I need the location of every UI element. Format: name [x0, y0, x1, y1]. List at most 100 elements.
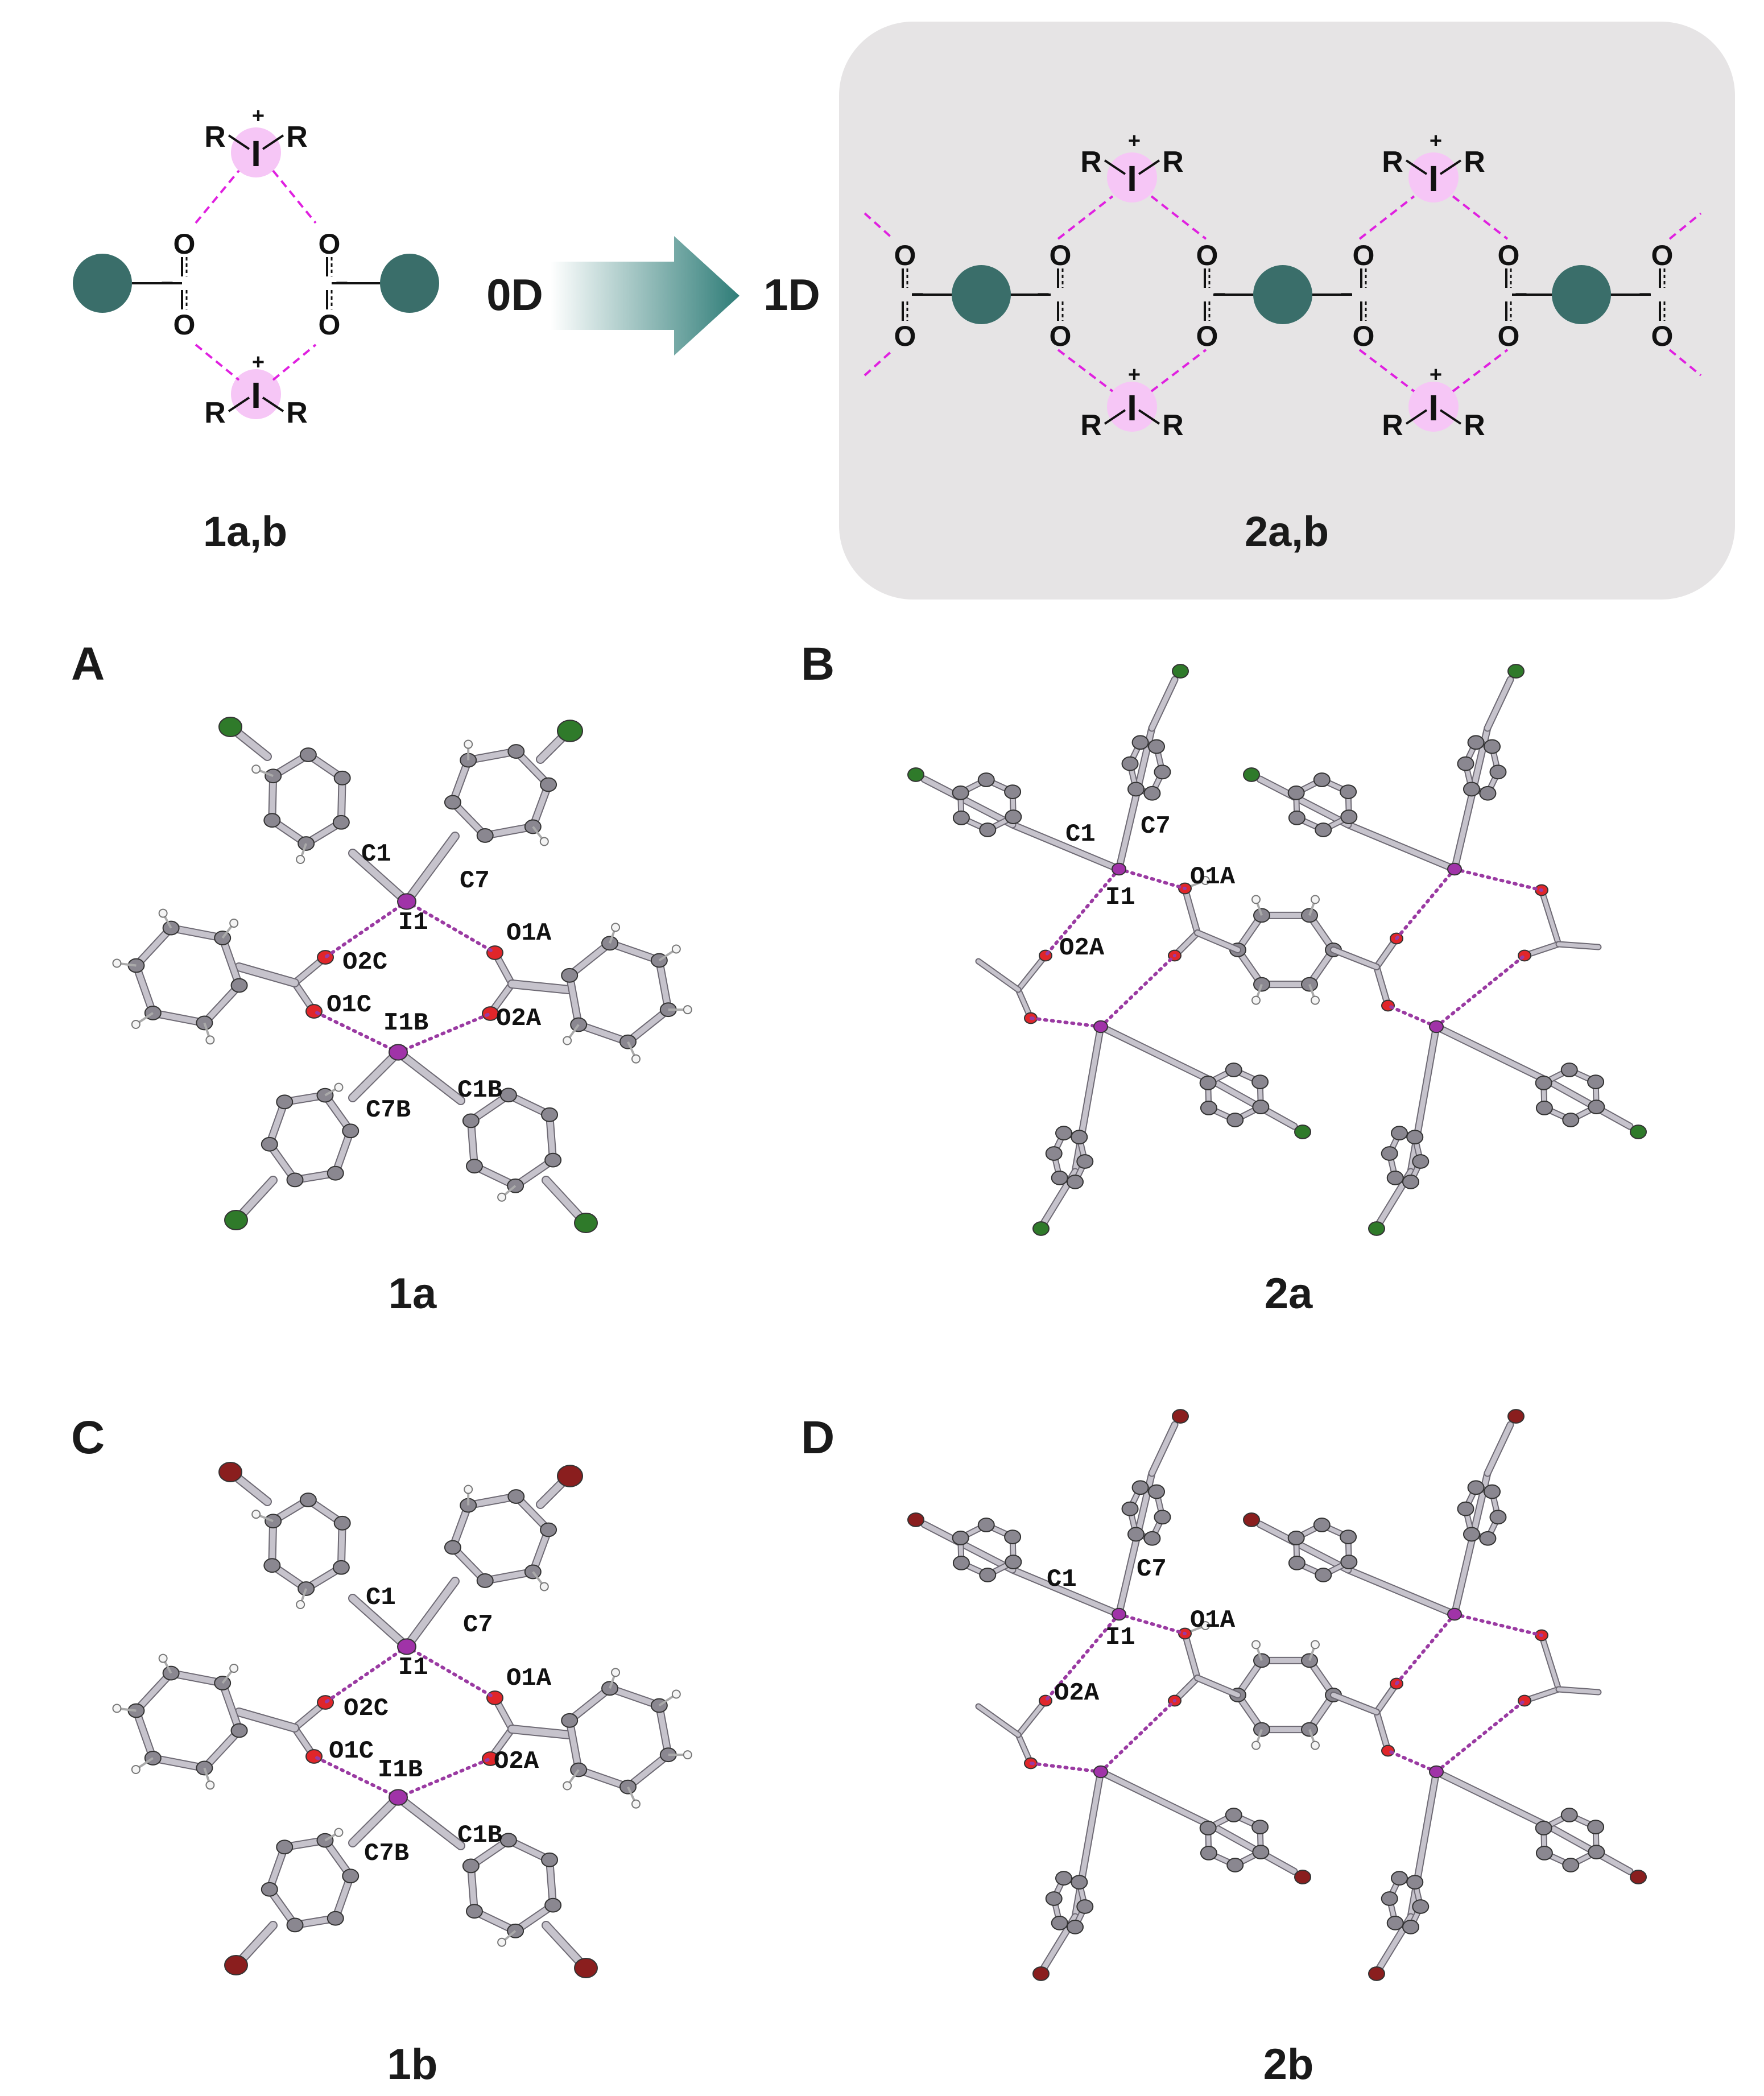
carbon-atom: [462, 1858, 480, 1874]
substituent-r: R: [1464, 146, 1485, 179]
hydrogen-atom: [563, 1036, 572, 1045]
carbon-atom: [1287, 786, 1305, 800]
bond: [567, 1717, 582, 1773]
organic-node: [952, 265, 1011, 324]
iodine-atom: [397, 893, 416, 910]
carbon-atom: [1004, 1529, 1022, 1545]
bond: [976, 1704, 1021, 1737]
carbon-atom: [540, 1522, 557, 1537]
iodine-atom: [1429, 1020, 1444, 1033]
hydrogen-atom: [205, 1035, 215, 1045]
carbon-atom: [1535, 1845, 1553, 1861]
iodine-symbol: I: [251, 133, 261, 174]
bond: [1183, 886, 1200, 935]
substituent-r: R: [204, 121, 226, 154]
halogen-bond-contact: [396, 1757, 492, 1799]
carbon-atom: [1071, 1875, 1088, 1890]
bond: [349, 850, 410, 905]
bond: [395, 1049, 464, 1104]
halogen-atom: [1507, 664, 1525, 679]
bond: [468, 1118, 477, 1169]
carbon-atom: [1071, 1130, 1088, 1145]
halogen-atom: [907, 1512, 924, 1527]
halogen-atom: [1368, 1221, 1385, 1236]
atom-label-i1: I1: [398, 908, 428, 937]
oxygen-symbol: O: [894, 239, 916, 271]
carbon-atom: [1226, 1113, 1244, 1127]
substituent-r: R: [1382, 146, 1403, 179]
carbon-atom: [1406, 1875, 1424, 1890]
halogen-bond-line: [272, 344, 317, 381]
carbon-atom: [332, 815, 350, 830]
hydrogen-atom: [334, 1082, 344, 1092]
halogen-bond-line: [1150, 349, 1207, 392]
bond: [1452, 1470, 1490, 1617]
hydrogen-atom: [334, 1828, 344, 1837]
compound-label-2a: 2a: [1265, 1270, 1313, 1318]
iodine-symbol: I: [1428, 158, 1439, 199]
bond: [509, 981, 572, 993]
iodine-atom: [1429, 1765, 1444, 1779]
carbon-atom: [1562, 1858, 1580, 1872]
halogen-atom: [574, 1958, 598, 1978]
halogen-bond-contact: [1453, 1613, 1543, 1637]
oxygen-symbol: O: [173, 309, 196, 341]
atom-label-o2a: O2A: [496, 1004, 542, 1033]
atom-label-c7: C7: [1137, 1555, 1167, 1584]
bond: [1433, 1769, 1556, 1832]
r-bond: [1138, 409, 1160, 425]
atom-label-o1a: O1A: [506, 919, 552, 948]
bond: [150, 1755, 208, 1771]
atom-label-c7: C7: [460, 867, 490, 895]
compound-label-1b: 1b: [387, 2040, 438, 2089]
oxygen-symbol: O: [1498, 320, 1520, 352]
atom-label-i1b: I1B: [378, 1756, 423, 1784]
carbon-atom: [263, 813, 281, 828]
bond: [1149, 677, 1178, 731]
carbon-atom: [1225, 1808, 1242, 1822]
carbon-atom: [1148, 739, 1166, 754]
atom-label-c7b: C7B: [364, 1839, 409, 1868]
carbon-atom: [507, 744, 525, 759]
hydrogen-atom: [1201, 876, 1210, 885]
bond: [1183, 1631, 1200, 1680]
bond: [607, 1685, 662, 1709]
carbon-atom: [299, 1493, 317, 1507]
bond: [1556, 1687, 1601, 1694]
bond: [1452, 725, 1490, 872]
hydrogen-atom: [497, 1192, 507, 1202]
plus-charge: +: [1430, 129, 1442, 153]
carbon-atom: [465, 1159, 483, 1174]
r-bond: [228, 396, 250, 412]
carbon-atom: [230, 1723, 248, 1738]
halogen-bond-contact: [1386, 1749, 1438, 1773]
iodine-atom: [1112, 1607, 1126, 1621]
carbon-atom: [1121, 1501, 1139, 1516]
halogen-bond-contact: [1117, 1613, 1187, 1635]
carbon-atom: [1199, 1821, 1217, 1835]
carbon-atom: [1381, 1891, 1398, 1906]
halogen-atom: [218, 717, 242, 737]
carbon-atom: [1386, 1170, 1404, 1185]
label-1d: 1D: [763, 270, 820, 320]
hydrogen-atom: [158, 908, 168, 918]
carbon-atom: [499, 1088, 517, 1103]
carbon-atom: [1484, 739, 1501, 754]
bond: [1539, 1633, 1561, 1692]
substituent-r: R: [1080, 409, 1102, 442]
atom-label-i1: I1: [1105, 1623, 1135, 1652]
bond: [332, 1128, 354, 1176]
bond: [537, 1478, 567, 1508]
carbon-atom: [1143, 1531, 1161, 1546]
iodine-halo: [1107, 382, 1157, 432]
hydrogen-atom: [251, 764, 261, 774]
carbon-atom: [444, 795, 461, 810]
bond: [168, 1670, 226, 1686]
bond: [547, 1857, 556, 1908]
carbon-atom: [1225, 1063, 1242, 1077]
carbon-atom: [1588, 1099, 1605, 1114]
bond: [1195, 1676, 1240, 1697]
hydrogen-atom: [563, 1781, 572, 1791]
minus-charge: −: [1340, 283, 1353, 307]
hydrogen-atom: [1251, 1741, 1261, 1750]
